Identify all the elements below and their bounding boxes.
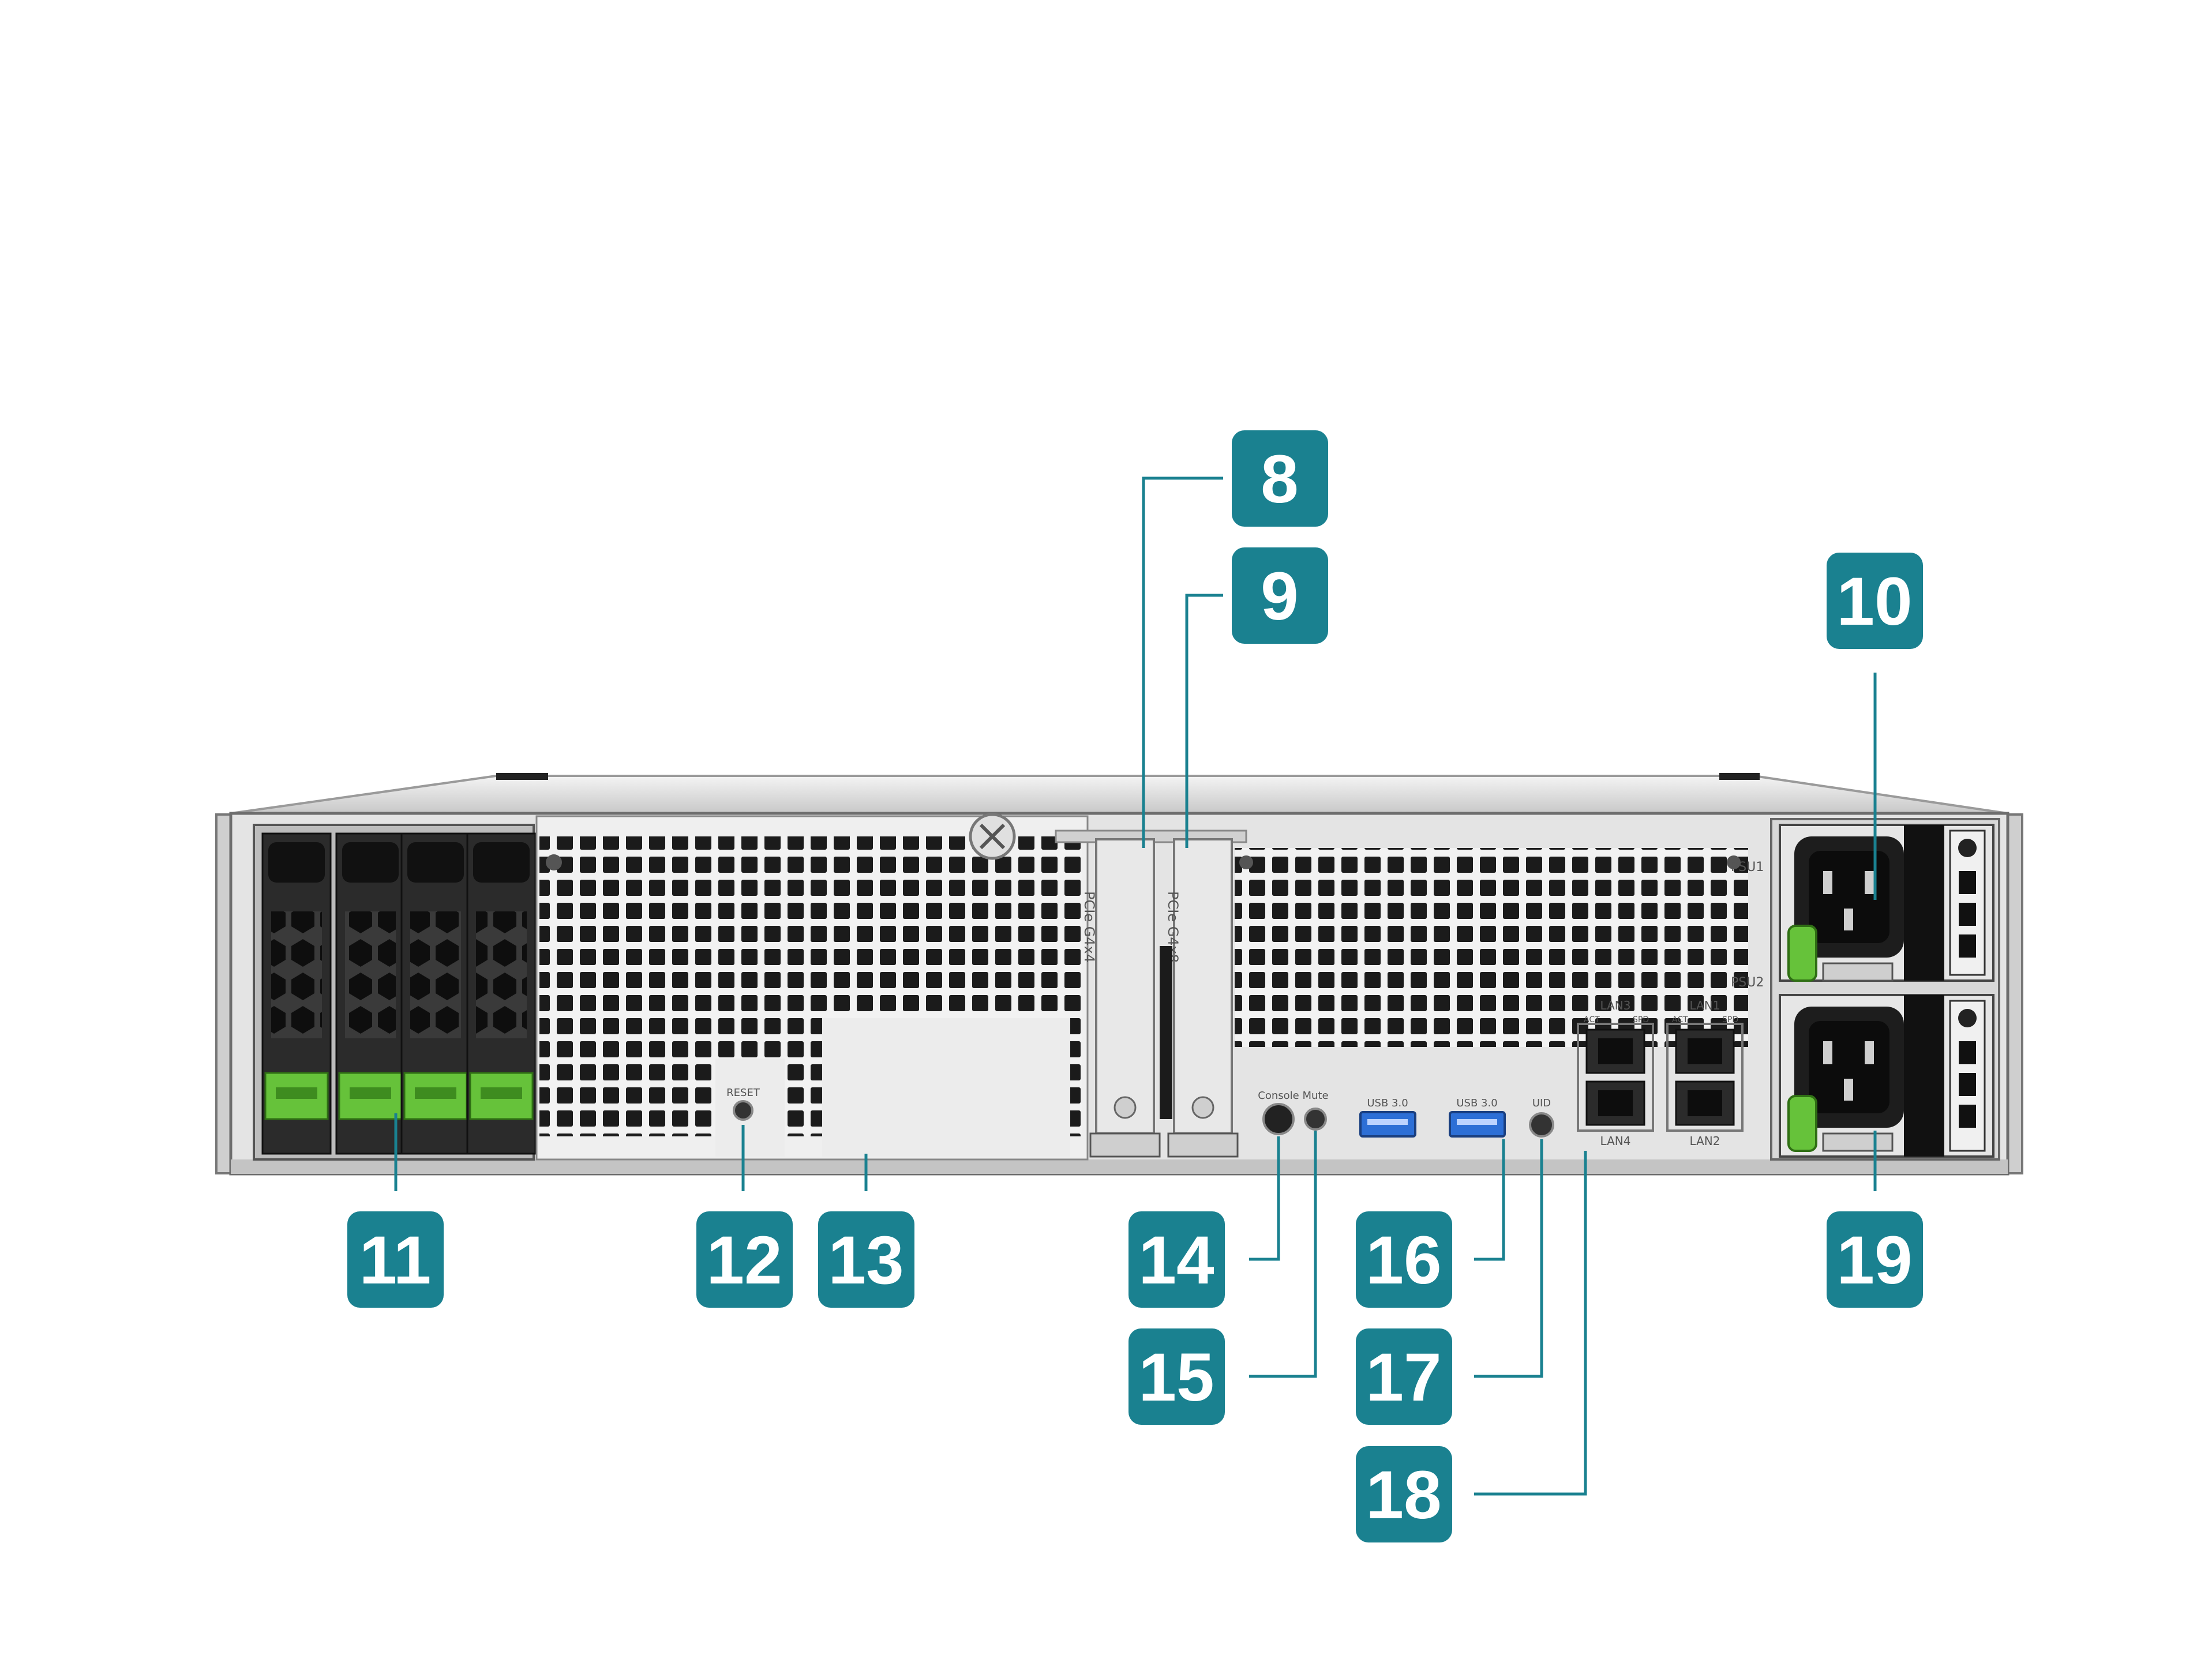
psu1-label: PSU1 — [1731, 860, 1764, 874]
callout-badge-8: 8 — [1232, 430, 1328, 527]
leader-line-8 — [1142, 476, 1223, 848]
label-plate — [822, 1018, 1070, 1157]
left-vent-grille: RESET — [535, 813, 1089, 1161]
callout-badge-17: 17 — [1356, 1328, 1452, 1425]
right-vent-grille: PSU1 PSU2 — [1235, 848, 1764, 1047]
leader-line-14 — [1249, 1136, 1280, 1261]
callout-badge-16: 16 — [1356, 1211, 1452, 1308]
io-panel: Console Mute USB 3.0 USB 3.0 UID LAN3 LA… — [1258, 999, 1744, 1148]
callout-badge-13: 13 — [818, 1211, 914, 1308]
callout-number-11: 11 — [359, 1222, 432, 1298]
callout-number-9: 9 — [1261, 558, 1299, 635]
callout-number-15: 15 — [1138, 1339, 1214, 1416]
reset-button[interactable] — [733, 1100, 753, 1121]
usb-b-label: USB 3.0 — [1456, 1097, 1497, 1109]
callout-number-18: 18 — [1366, 1457, 1441, 1533]
callout-number-17: 17 — [1366, 1339, 1441, 1416]
pcie-slot-x4[interactable]: PCIe G4x4 — [1081, 838, 1161, 1158]
lan1-port[interactable] — [1675, 1029, 1735, 1074]
callout-number-8: 8 — [1261, 441, 1299, 517]
pcie-slot-area: PCIe G4x4 PCIe G4x8 — [1055, 830, 1247, 1158]
reset-label: RESET — [726, 1087, 760, 1099]
leader-lines — [394, 476, 1877, 1496]
psu-1[interactable] — [1779, 824, 1994, 982]
callout-number-10: 10 — [1836, 564, 1912, 640]
callout-number-16: 16 — [1366, 1222, 1441, 1298]
callout-number-12: 12 — [706, 1222, 782, 1298]
uid-button[interactable] — [1529, 1112, 1554, 1138]
leader-line-16 — [1474, 1139, 1505, 1261]
callout-badge-12: 12 — [696, 1211, 793, 1308]
mute-label: Mute — [1302, 1090, 1328, 1102]
lan2-port[interactable] — [1675, 1080, 1735, 1126]
lan2-label: LAN2 — [1690, 1134, 1720, 1148]
drive-tray[interactable] — [400, 832, 471, 1155]
drive-tray[interactable] — [335, 832, 406, 1155]
psu2-label: PSU2 — [1731, 975, 1764, 990]
callout-badges: 8 9 10 11 12 13 14 15 — [347, 430, 1923, 1542]
console-label: Console — [1258, 1090, 1299, 1102]
uid-label: UID — [1532, 1097, 1551, 1109]
lan3-label: LAN3 — [1600, 999, 1631, 1012]
drive-tray[interactable] — [261, 832, 332, 1155]
callout-badge-11: 11 — [347, 1211, 444, 1308]
lan3-port[interactable] — [1585, 1029, 1645, 1074]
callout-badge-19: 19 — [1827, 1211, 1923, 1308]
leader-line-9 — [1185, 594, 1223, 848]
drive-tray[interactable] — [466, 832, 537, 1155]
act-a-label: ACT — [1584, 1015, 1600, 1024]
act-b-label: ACT — [1672, 1015, 1688, 1024]
drive-bay-area — [253, 824, 537, 1161]
pcie-x4-label: PCIe G4x4 — [1081, 891, 1097, 963]
usb-a-label: USB 3.0 — [1367, 1097, 1408, 1109]
callout-number-19: 19 — [1836, 1222, 1912, 1298]
lan1-label: LAN1 — [1690, 999, 1720, 1012]
callout-badge-15: 15 — [1129, 1328, 1225, 1425]
console-port[interactable] — [1262, 1103, 1295, 1135]
leader-line-18 — [1474, 1151, 1587, 1496]
callout-badge-14: 14 — [1129, 1211, 1225, 1308]
callout-number-14: 14 — [1138, 1222, 1214, 1298]
psu-bay — [1770, 818, 2000, 1161]
leader-line-17 — [1474, 1139, 1543, 1378]
mute-button[interactable] — [1304, 1108, 1327, 1131]
spd-b-label: SPD — [1722, 1015, 1738, 1024]
pcie-slot-x8[interactable]: PCIe G4x8 — [1160, 838, 1239, 1158]
lan4-label: LAN4 — [1600, 1134, 1631, 1148]
psu-2[interactable] — [1779, 994, 1994, 1158]
callout-badge-9: 9 — [1232, 547, 1328, 644]
callout-badge-18: 18 — [1356, 1446, 1452, 1542]
callout-number-13: 13 — [828, 1222, 903, 1298]
spd-a-label: SPD — [1633, 1015, 1649, 1024]
callout-badge-10: 10 — [1827, 553, 1923, 649]
leader-line-15 — [1249, 1131, 1317, 1378]
lan4-port[interactable] — [1585, 1080, 1645, 1126]
